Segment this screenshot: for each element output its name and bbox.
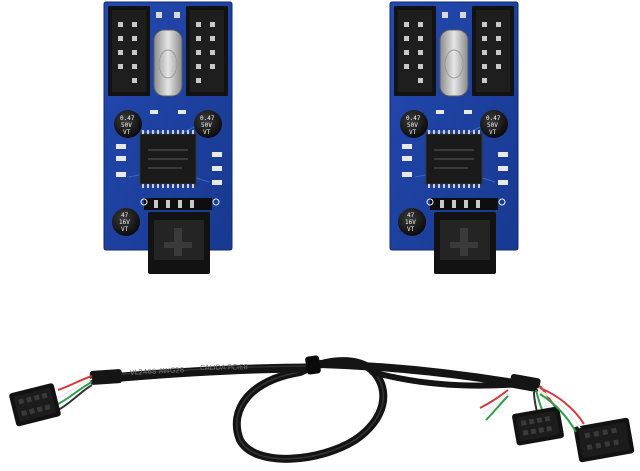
capacitor-label: 50V xyxy=(487,122,498,129)
cable-left-run xyxy=(105,363,317,383)
cable-print-mid: CALIDA PCIE8 xyxy=(200,363,248,372)
capacitor-label: VT xyxy=(123,129,131,136)
cable-loop xyxy=(232,357,388,463)
capacitor-label: 50V xyxy=(407,122,418,129)
left-usb-connector xyxy=(9,383,61,427)
capacitor-label: VT xyxy=(489,129,497,136)
capacitor-label: VT xyxy=(203,129,211,136)
capacitor-label: 47 xyxy=(121,212,129,219)
capacitor-3: 47 16V VT xyxy=(398,208,426,236)
capacitor-label: 50V xyxy=(201,122,212,129)
usb-header-board-1: 0.47 50V VT 0.47 50V VT 47 16V VT xyxy=(103,1,233,275)
right-usb-connector-1 xyxy=(512,406,564,446)
right-usb-connector-2 xyxy=(573,417,635,463)
capacitor-label: 0.47 xyxy=(486,115,501,122)
cable-right-branch xyxy=(369,369,523,389)
capacitor-1: 0.47 50V VT xyxy=(114,110,142,138)
cable-right-run xyxy=(316,360,524,388)
capacitor-label: VT xyxy=(409,129,417,136)
right-wires-2 xyxy=(479,389,509,421)
capacitor-label: 47 xyxy=(407,212,415,219)
capacitor-3: 47 16V VT xyxy=(112,208,140,236)
capacitor-label: VT xyxy=(121,226,129,233)
capacitor-label: VT xyxy=(407,226,415,233)
splitter-cable: VL2468 AWG28 CALIDA PCIE8 xyxy=(9,355,635,463)
cable-print-left: VL2468 AWG28 xyxy=(130,366,185,377)
capacitor-2: 0.47 50V VT xyxy=(480,110,508,138)
capacitor-label: 16V xyxy=(119,219,130,226)
left-wires xyxy=(57,375,93,411)
capacitor-label: 50V xyxy=(121,122,132,129)
capacitor-1: 0.47 50V VT xyxy=(400,110,428,138)
capacitor-label: 0.47 xyxy=(200,115,215,122)
capacitor-2: 0.47 50V VT xyxy=(194,110,222,138)
usb-header-board-2: 0.47 50V VT 0.47 50V VT 47 16V VT xyxy=(389,1,519,275)
capacitor-label: 0.47 xyxy=(120,115,135,122)
capacitor-label: 0.47 xyxy=(406,115,421,122)
capacitor-label: 16V xyxy=(405,219,416,226)
